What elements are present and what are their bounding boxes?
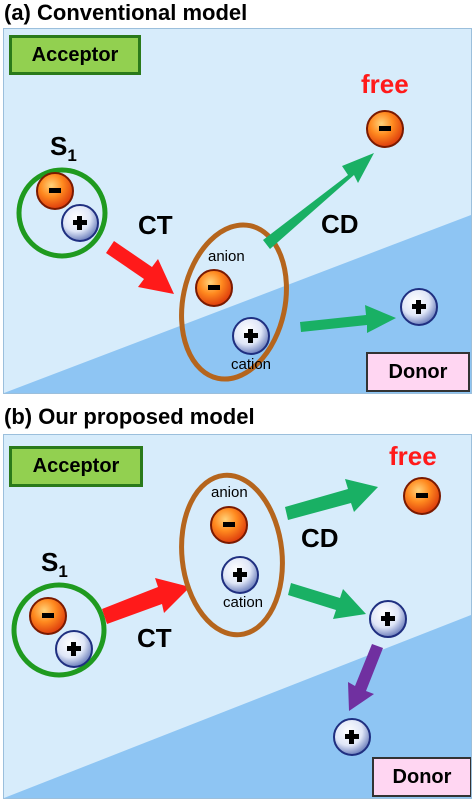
ct-arrow xyxy=(106,241,174,294)
acceptor-label: Acceptor xyxy=(9,35,141,75)
donor-label: Donor xyxy=(372,757,471,797)
panel-a-title: (a) Conventional model xyxy=(4,0,248,25)
cd-arrow-electron xyxy=(285,479,378,520)
panel-b: Acceptor Donor S1 CT CD free anion catio… xyxy=(3,434,472,799)
cation-label: cation xyxy=(223,594,264,611)
free-electron-icon xyxy=(366,110,404,148)
ct-pair-ring xyxy=(179,472,285,638)
donor-region xyxy=(4,215,471,393)
cd-label: CD xyxy=(301,523,339,553)
donor-label: Donor xyxy=(366,352,470,392)
electron-icon xyxy=(29,597,67,635)
anion-label: anion xyxy=(208,248,245,265)
exciton-ring xyxy=(16,167,108,259)
cation-hole-icon xyxy=(232,317,270,355)
s1-subscript: 1 xyxy=(67,146,77,166)
hole-icon xyxy=(55,630,93,668)
s1-main: S xyxy=(41,547,59,577)
s1-label: S1 xyxy=(50,131,77,166)
free-hole-icon xyxy=(400,288,438,326)
s1-subscript: 1 xyxy=(58,562,68,582)
free-hole-icon xyxy=(333,718,371,756)
cation-label: cation xyxy=(231,356,272,373)
s1-main: S xyxy=(50,131,68,161)
cation-hole-icon xyxy=(221,556,259,594)
anion-label: anion xyxy=(211,484,248,501)
free-electron-icon xyxy=(403,477,441,515)
anion-electron-icon xyxy=(195,269,233,307)
cd-arrow-hole xyxy=(300,305,396,333)
hole-transfer-arrow xyxy=(348,644,383,711)
arrow-to-hole xyxy=(288,583,366,619)
panel-a: Acceptor Donor S1 CT CD free anion catio… xyxy=(3,28,472,394)
anion-electron-icon xyxy=(210,506,248,544)
ct-arrow xyxy=(102,578,190,624)
interface-hole-icon xyxy=(369,600,407,638)
ct-label: CT xyxy=(137,623,172,653)
hole-icon xyxy=(61,204,99,242)
ct-label: CT xyxy=(138,210,173,240)
cd-arrow-electron xyxy=(263,153,374,249)
free-label: free xyxy=(389,441,437,471)
panel-b-title: (b) Our proposed model xyxy=(4,404,255,429)
ct-pair-ring xyxy=(179,222,289,382)
cd-label: CD xyxy=(321,209,359,239)
electron-icon xyxy=(36,172,74,210)
s1-label: S1 xyxy=(41,547,68,582)
exciton-ring xyxy=(11,582,107,678)
free-label: free xyxy=(361,69,409,99)
acceptor-label: Acceptor xyxy=(9,446,143,487)
